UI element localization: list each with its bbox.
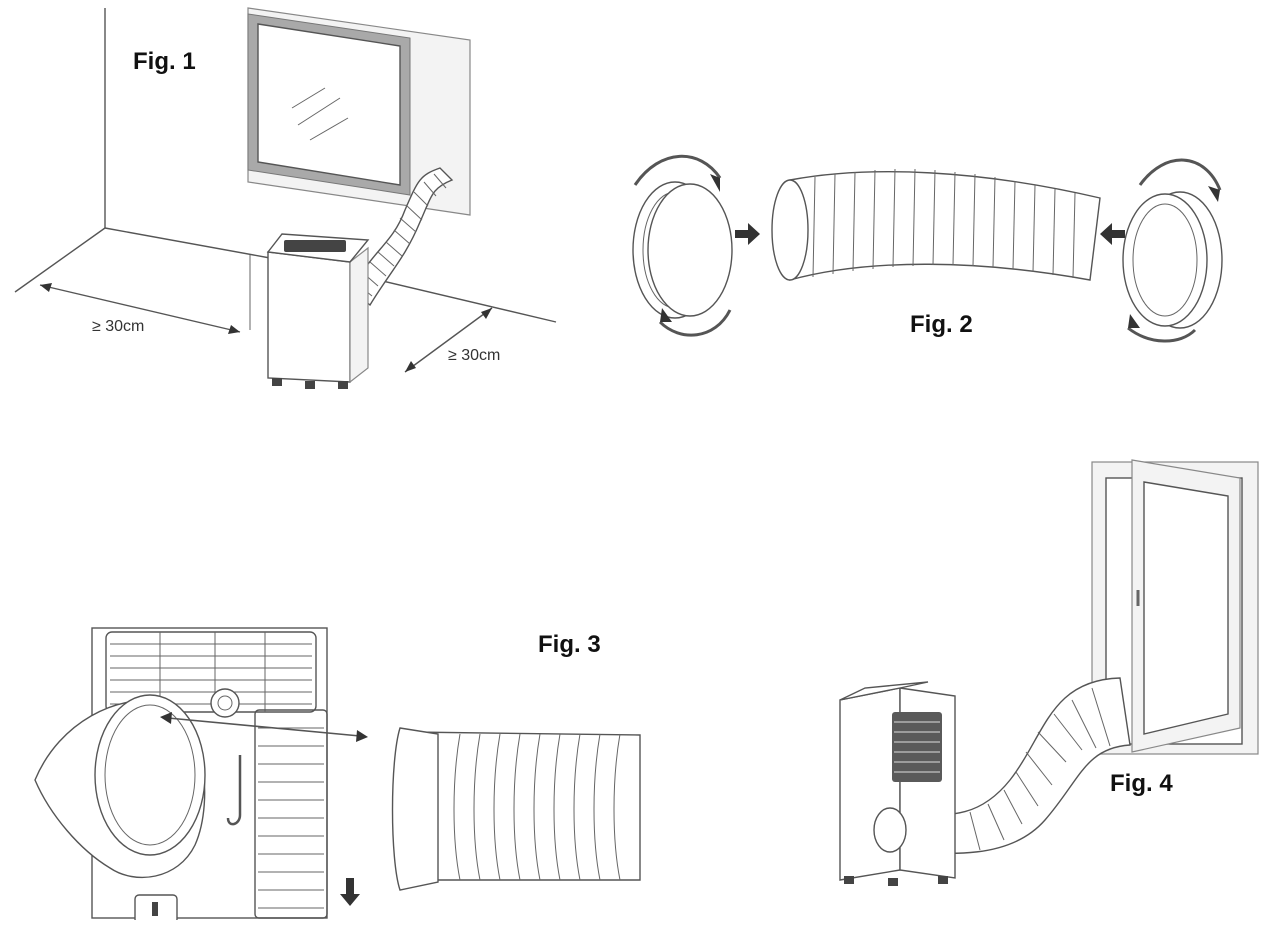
fig3-hose: [410, 732, 640, 880]
fig2-hose-end-left: [772, 180, 808, 280]
fig1-dimension-right: ≥ 30cm: [448, 347, 500, 365]
fig1-dimension-left: ≥ 30cm: [92, 318, 144, 336]
fig3-hose-cuff: [393, 728, 439, 890]
fig1-label: Fig. 1: [133, 48, 196, 76]
fig1-illustration: [0, 0, 600, 420]
fig2-left-adapter-face: [648, 184, 732, 316]
fig3-drain-knob: [211, 689, 239, 717]
fig4-illustration: [820, 450, 1260, 910]
fig2-right-rotate-arrow-bottom: [1128, 328, 1195, 341]
fig1-floor-line-back: [105, 228, 270, 258]
fig2-left-rotate-arrow-top: [635, 156, 720, 185]
fig1-control-panel: [284, 240, 346, 252]
fig2-push-arrow-left: [735, 223, 760, 245]
fig3-adapter-ring: [95, 695, 205, 855]
fig4-side-vent-grille: [892, 712, 942, 782]
fig1-floor-line-left: [15, 228, 105, 292]
fig1-ac-unit-side: [350, 248, 368, 382]
fig4-hose-connector: [874, 808, 906, 852]
fig4-label: Fig. 4: [1110, 770, 1173, 798]
fig4-ac-wheels: [844, 876, 948, 886]
fig1-ac-unit-front: [268, 252, 350, 382]
fig1-floor-line-right: [370, 278, 556, 322]
fig2-label: Fig. 2: [910, 311, 973, 339]
fig2-right-rotate-arrow-top: [1140, 160, 1220, 190]
fig3-label: Fig. 3: [538, 631, 601, 659]
fig3-down-arrow: [340, 878, 360, 906]
fig2-push-arrow-right: [1100, 223, 1125, 245]
fig4-window-sash-glass: [1144, 482, 1228, 734]
fig2-right-adapter-face: [1123, 194, 1207, 326]
